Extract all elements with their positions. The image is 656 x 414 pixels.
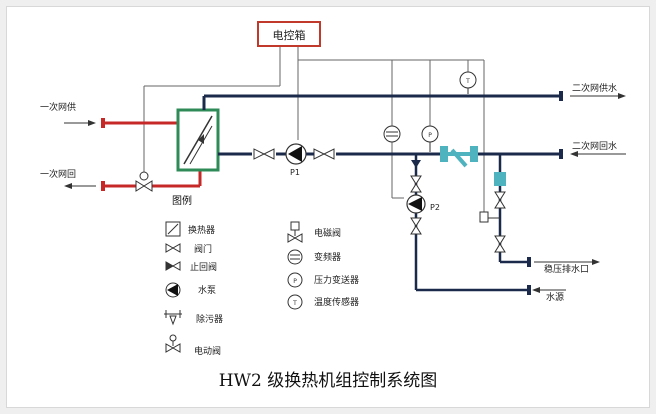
legend-label-vfd: 变频器 — [314, 251, 341, 263]
secondary-supply-pipe — [202, 91, 563, 110]
legend-label-valve: 阀门 — [194, 243, 212, 255]
heat-exchanger-icon — [165, 221, 181, 237]
water-source-label: 水源 — [546, 291, 564, 303]
secondary-return-label: 二次网回水 — [572, 140, 617, 152]
vfd-instrument — [383, 125, 401, 143]
svg-text:P: P — [293, 278, 297, 285]
legend-label-electric-valve: 电动阀 — [194, 345, 221, 357]
drain-branch — [479, 154, 531, 267]
pump-p2-label: P2 — [430, 203, 440, 212]
pump-p1-label: P1 — [290, 168, 300, 177]
makeup-pump-branch: P2 — [406, 154, 531, 295]
signal-wiring — [143, 46, 498, 220]
legend-label-check-valve: 止回阀 — [190, 261, 217, 273]
pump-icon — [165, 282, 181, 298]
svg-text:P: P — [428, 132, 432, 139]
heat-exchanger — [176, 108, 220, 172]
return-line-valves — [253, 148, 335, 160]
primary-return-label: 一次网回 — [40, 168, 76, 180]
primary-pipes — [101, 118, 202, 191]
secondary-supply-label: 二次网供水 — [572, 82, 617, 94]
svg-text:T: T — [292, 300, 297, 307]
control-box: 电控箱 — [257, 21, 321, 47]
control-box-label: 电控箱 — [273, 28, 306, 42]
drain-outlet-label: 稳压排水口 — [544, 263, 589, 275]
strainer — [440, 146, 478, 168]
legend-label-heat-exchanger: 换热器 — [188, 224, 215, 236]
electric-valve-icon — [165, 334, 181, 353]
legend-label-strainer: 除污器 — [196, 313, 223, 325]
secondary-return-pipe — [218, 149, 563, 159]
vfd-icon — [287, 249, 303, 265]
legend-label-pump: 水泵 — [198, 284, 216, 296]
pressure-transmitter-icon: P — [287, 272, 303, 288]
solenoid-valve-icon — [287, 221, 303, 243]
diagram-title: HW2 级换热机组控制系统图 — [218, 371, 438, 391]
legend-label-temperature-sensor: 温度传感器 — [314, 296, 359, 308]
pump-p1: P1 — [285, 143, 307, 177]
valve-icon — [165, 243, 181, 253]
primary-supply-label: 一次网供 — [40, 101, 76, 113]
check-valve-icon — [165, 261, 181, 271]
pressure-transmitter-return: P — [421, 125, 439, 152]
strainer-icon — [164, 310, 182, 326]
legend-heading: 图例 — [172, 194, 192, 207]
paper-background — [6, 6, 650, 408]
temperature-sensor-icon: T — [287, 294, 303, 310]
electric-valve-primary — [135, 171, 153, 192]
svg-text:T: T — [465, 78, 470, 85]
legend-label-pressure-transmitter: 压力变送器 — [314, 274, 359, 286]
legend-label-solenoid-valve: 电磁阀 — [314, 227, 341, 239]
temperature-sensor-supply: T — [459, 71, 477, 94]
